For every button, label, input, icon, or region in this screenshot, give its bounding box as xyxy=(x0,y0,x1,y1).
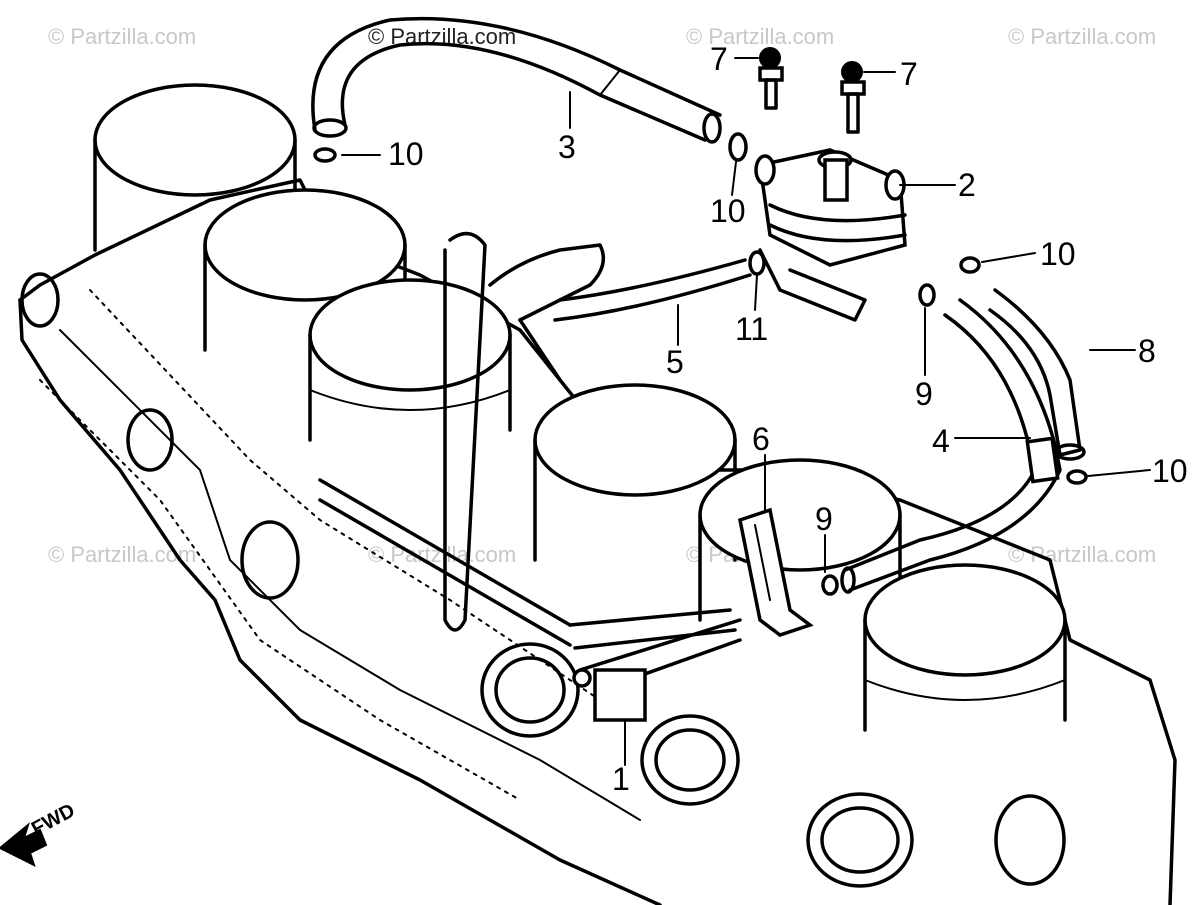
hose-part-8 xyxy=(988,288,1086,461)
hose-part-3 xyxy=(311,16,722,144)
fuel-pump-part-2 xyxy=(754,148,907,322)
callout-9: 9 xyxy=(815,501,833,537)
watermark: © Partzilla.com xyxy=(48,24,196,49)
hose-part-4 xyxy=(840,298,1062,594)
callout-labels: 1 2 3 4 5 6 7 7 8 9 9 10 10 10 10 11 xyxy=(388,41,1188,797)
watermark: © Partzilla.com xyxy=(686,24,834,49)
fwd-label: FWD xyxy=(28,800,79,841)
callout-9: 9 xyxy=(915,376,933,412)
hose-part-5 xyxy=(488,243,752,382)
watermark: © Partzilla.com xyxy=(368,542,516,567)
callout-8: 8 xyxy=(1138,333,1156,369)
watermark: © Partzilla.com xyxy=(48,542,196,567)
callout-11: 11 xyxy=(735,311,768,347)
callout-2: 2 xyxy=(958,167,976,203)
callout-5: 5 xyxy=(666,344,684,380)
callout-7: 7 xyxy=(710,41,728,77)
clips xyxy=(313,132,1088,596)
callout-10: 10 xyxy=(388,136,424,172)
callout-1: 1 xyxy=(612,761,630,797)
fuel-lines xyxy=(318,231,737,650)
callout-10: 10 xyxy=(710,193,746,229)
callout-4: 4 xyxy=(932,423,950,459)
screw-part-1 xyxy=(572,618,742,722)
leader-lines xyxy=(341,57,1151,766)
callout-10: 10 xyxy=(1152,453,1188,489)
bolts-part-7 xyxy=(758,47,866,134)
callout-3: 3 xyxy=(558,129,576,165)
watermark: © Partzilla.com xyxy=(1008,24,1156,49)
bracket-part-6 xyxy=(737,507,814,637)
callout-10: 10 xyxy=(1040,236,1076,272)
fwd-arrow: FWD xyxy=(0,800,79,867)
callout-7: 7 xyxy=(900,56,918,92)
callout-6: 6 xyxy=(752,421,770,457)
watermark: © Partzilla.com xyxy=(1008,542,1156,567)
